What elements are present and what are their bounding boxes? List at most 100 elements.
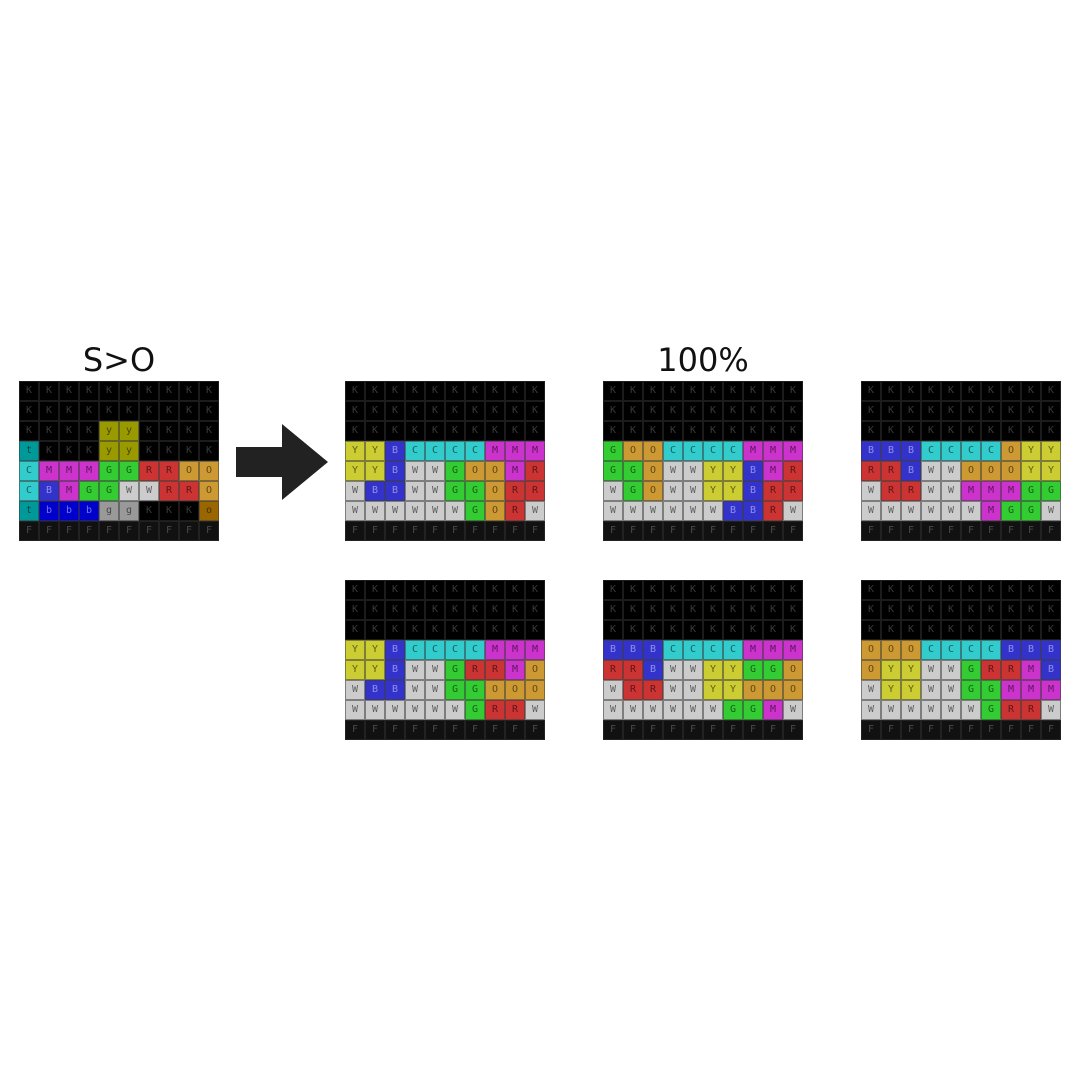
empty-cell: K [941,600,961,620]
empty-cell: K [139,501,159,521]
block-cell: G [465,700,485,720]
floor-cell: F [119,521,139,541]
floor-cell: F [1041,720,1061,740]
empty-cell: K [861,600,881,620]
empty-cell: K [365,580,385,600]
block-cell: M [59,461,79,481]
empty-cell: K [445,421,465,441]
block-cell: W [961,700,981,720]
empty-cell: K [901,401,921,421]
floor-cell: F [59,521,79,541]
block-cell: Y [345,461,365,481]
empty-cell: K [425,381,445,401]
block-cell: B [743,481,763,501]
block-cell: B [901,441,921,461]
block-cell: C [683,441,703,461]
empty-cell: K [683,421,703,441]
floor-cell: F [405,720,425,740]
block-cell: G [1001,501,1021,521]
empty-cell: K [385,421,405,441]
empty-cell: K [901,421,921,441]
block-cell: M [1001,680,1021,700]
floor-cell: F [159,521,179,541]
floor-cell: F [385,720,405,740]
block-cell: R [881,461,901,481]
empty-cell: K [881,580,901,600]
floor-cell: F [485,521,505,541]
empty-cell: K [405,381,425,401]
floor-cell: F [623,521,643,541]
block-cell: G [961,660,981,680]
block-cell: R [1001,660,1021,680]
block-cell: W [1041,501,1061,521]
block-cell: G [445,680,465,700]
block-cell: B [901,461,921,481]
block-cell: B [385,441,405,461]
block-cell: W [405,700,425,720]
empty-cell: K [1001,580,1021,600]
empty-cell: K [59,401,79,421]
block-cell: W [425,660,445,680]
empty-cell: K [365,620,385,640]
block-cell: O [783,660,803,680]
block-cell: Y [881,660,901,680]
block-cell: Y [901,660,921,680]
block-cell: R [505,700,525,720]
empty-cell: K [723,580,743,600]
floor-cell: F [1041,521,1061,541]
block-cell: G [603,461,623,481]
empty-cell: K [723,600,743,620]
empty-cell: K [1041,401,1061,421]
floor-cell: F [643,720,663,740]
empty-cell: K [525,580,545,600]
empty-cell: K [783,421,803,441]
block-cell: O [743,680,763,700]
block-cell: C [703,441,723,461]
empty-cell: K [643,600,663,620]
empty-cell: K [683,580,703,600]
block-cell: B [881,441,901,461]
block-cell: W [901,700,921,720]
empty-cell: K [763,401,783,421]
block-cell: W [405,680,425,700]
empty-cell: K [445,620,465,640]
empty-cell: K [981,421,1001,441]
empty-cell: K [723,421,743,441]
block-cell: R [159,481,179,501]
block-cell: W [941,461,961,481]
block-cell: G [603,441,623,461]
block-cell: R [159,461,179,481]
block-cell: M [1021,660,1041,680]
block-cell: W [525,501,545,521]
floor-cell: F [1001,521,1021,541]
empty-cell: K [763,600,783,620]
block-cell: C [445,441,465,461]
empty-cell: K [961,600,981,620]
block-cell: R [783,481,803,501]
floor-cell: F [763,521,783,541]
block-cell: R [505,501,525,521]
block-cell: R [623,660,643,680]
empty-cell: K [921,580,941,600]
empty-cell: K [465,381,485,401]
empty-cell: K [485,600,505,620]
floor-cell: F [723,720,743,740]
block-cell: W [683,660,703,680]
empty-cell: K [783,401,803,421]
empty-cell: K [119,381,139,401]
floor-cell: F [365,521,385,541]
empty-cell: K [1021,421,1041,441]
empty-cell: K [703,620,723,640]
block-cell: C [19,461,39,481]
block-cell: G [743,700,763,720]
empty-cell: K [505,580,525,600]
empty-cell: K [405,401,425,421]
block-cell: M [1021,680,1041,700]
block-cell: M [743,441,763,461]
empty-cell: K [405,620,425,640]
empty-cell: K [861,620,881,640]
block-cell: Y [345,441,365,461]
floor-cell: F [485,720,505,740]
empty-cell: K [861,580,881,600]
